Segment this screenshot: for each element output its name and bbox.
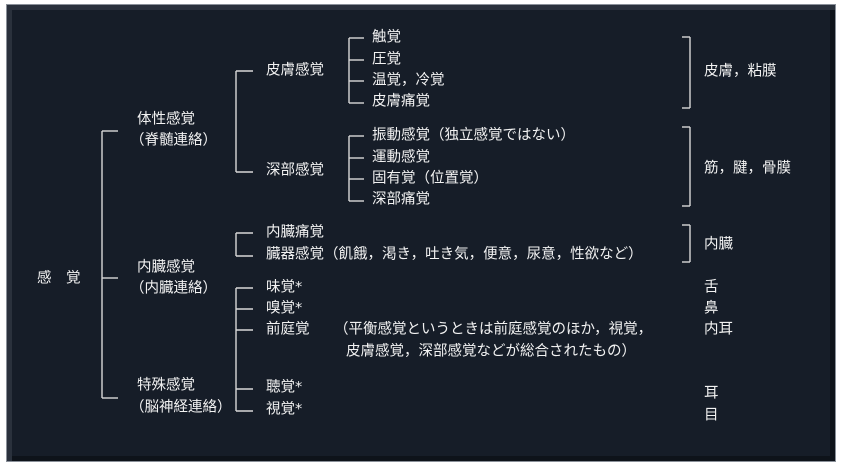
deep-item: 振動感覚（独立感覚ではない） [372, 127, 575, 144]
visceral-item: 臓器感覚（飢餓，渇き，吐き気，便意，尿意，性欲など） [266, 246, 643, 263]
visceral-sub: （内臓連絡） [130, 280, 217, 297]
special-item: 聴覚* [266, 379, 303, 396]
vestibular-note-line1: （平衡感覚というときは前庭感覚のほか，視覚， [334, 321, 653, 338]
vestibular-note-line2: 皮膚感覚，深部感覚などが総合されたもの） [346, 343, 636, 360]
skin-organ: 皮膚，粘膜 [704, 63, 777, 80]
deep-item: 運動感覚 [372, 149, 430, 166]
somatic-title: 体性感覚 [137, 111, 195, 128]
visceral-title: 内臓感覚 [137, 259, 195, 276]
visceral-item: 内臓痛覚 [266, 224, 324, 241]
special-organ: 鼻 [704, 300, 719, 317]
skin-item: 皮膚痛覚 [372, 93, 430, 110]
deep-item: 固有覚（位置覚） [372, 170, 488, 187]
special-organ: 目 [704, 407, 719, 424]
special-organ: 内耳 [704, 321, 733, 338]
deep-organ: 筋，腱，骨膜 [704, 160, 791, 177]
special-title: 特殊感覚 [137, 377, 195, 394]
diagram-panel [6, 4, 836, 462]
special-item: 嗅覚* [266, 300, 303, 317]
deep-label: 深部感覚 [266, 162, 324, 179]
somatic-sub: （脊髄連絡） [130, 132, 217, 149]
skin-item: 温覚，冷覚 [372, 72, 445, 89]
skin-item: 圧覚 [372, 51, 401, 68]
special-item: 味覚* [266, 279, 303, 296]
special-item: 前庭覚 [266, 321, 310, 338]
special-organ: 耳 [704, 385, 719, 402]
skin-label: 皮膚感覚 [266, 62, 324, 79]
special-sub: （脳神経連絡） [130, 399, 232, 416]
special-organ: 舌 [704, 279, 719, 296]
skin-item: 触覚 [372, 29, 401, 46]
root-label: 感 覚 [37, 270, 81, 287]
deep-item: 深部痛覚 [372, 191, 430, 208]
visceral-organ: 内臓 [704, 236, 733, 253]
special-item: 視覚* [266, 401, 303, 418]
